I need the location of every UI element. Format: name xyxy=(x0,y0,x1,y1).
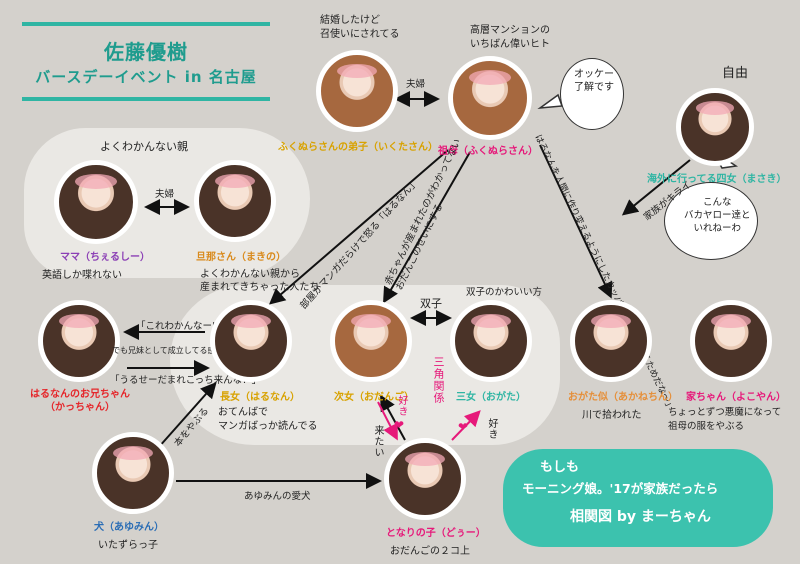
triangle-label: 三角関係 xyxy=(432,356,445,404)
aunt-photo xyxy=(676,88,754,166)
caption-line-2: モーニング娘。'17が家族だったら xyxy=(522,481,719,496)
dog-desc: いたずらっ子 xyxy=(98,540,158,551)
book-arrow xyxy=(157,382,217,449)
title-bar-top xyxy=(22,22,270,26)
haruna-love-arrow xyxy=(539,144,613,299)
title-line-1: 佐藤優樹 xyxy=(104,40,188,64)
bro-back-label: 「うるせーだまれこっち来んな！」 xyxy=(110,375,262,386)
heart-icon-1: ❤ xyxy=(394,418,405,432)
title-line-2: バースデーイベント in 名古屋 xyxy=(35,68,257,86)
aunt-desc: 自由 xyxy=(722,66,749,81)
twins-label: 双子 xyxy=(420,297,442,310)
odango-photo xyxy=(330,300,412,382)
grandma-name: 祖母（ふくぬらさん） xyxy=(438,146,538,157)
haruna-desc: おてんばで マンガばっか読んでる xyxy=(218,407,318,432)
title-bar-bottom xyxy=(22,97,270,101)
haruna-bro-photo xyxy=(38,300,120,382)
neighbor-desc: おだんごの２コ上 xyxy=(390,546,470,557)
unknown-parent-label: よくわかんない親 xyxy=(100,140,188,153)
mama-name: ママ（ちぇるしー） xyxy=(60,252,150,263)
caption-box xyxy=(503,449,773,547)
aunt-bubble-text: こんな バカヤロー達と いれねーわ xyxy=(684,197,751,234)
haruna-bro-name: はるなんのお兄ちゃん （かっちゃん） xyxy=(30,389,130,413)
ogata-kawai-desc: 川で拾われた xyxy=(582,410,642,421)
dog-photo xyxy=(92,432,174,514)
aunt-name: 海外に行ってる四女（まさき） xyxy=(647,174,787,185)
husband-photo xyxy=(316,50,398,132)
yokoyama-desc: ちょっとずつ悪魔になって 祖母の服をやぶる xyxy=(668,407,782,432)
love-arrow-3 xyxy=(451,410,481,441)
love-arrow-1 xyxy=(380,394,406,441)
neighbor-photo xyxy=(384,438,466,520)
haruna-photo xyxy=(210,300,292,382)
caption-line-3: 相関図 by まーちゃん xyxy=(570,509,711,525)
yokoyama-photo xyxy=(690,300,772,382)
yokoyama-name: 家ちゃん（よこやん） xyxy=(686,392,786,403)
dog-arrow-label: あゆみんの愛犬 xyxy=(244,491,311,502)
grandma-bubble-tail xyxy=(537,93,564,109)
husband-desc: 結婚したけど 召使いにされてる xyxy=(320,15,400,40)
ogata-photo xyxy=(450,300,532,382)
ogata-kawai-photo xyxy=(570,300,652,382)
neighbor-name: となりの子（どぅー） xyxy=(386,528,486,539)
bro-desc-label: でも兄妹として成立してる感じ xyxy=(112,346,224,355)
aunt-bubble xyxy=(664,182,758,260)
manga-arrow xyxy=(268,149,449,305)
unknown-kids-label: よくわかんない親から 産まれてきちゃった人たち xyxy=(200,269,320,293)
aunt-arrow xyxy=(621,159,691,216)
ogata-kawai-name: おがた似（あかねちん） xyxy=(568,392,678,403)
husband-name: ふくぬらさんの弟子（いくたさん） xyxy=(278,142,438,153)
love-label-1: 好き xyxy=(396,395,407,417)
baby-arrow xyxy=(383,151,471,304)
grandma-bubble-text: オッケー 了解です xyxy=(574,69,614,93)
dog-name: 犬（あゆみん） xyxy=(94,522,164,533)
odango-name: 次女（おだんご） xyxy=(334,392,414,403)
couple2-label: 夫婦 xyxy=(155,189,175,200)
love-label-3: 来たい xyxy=(372,425,383,458)
grandma-desc: 高層マンションの いちばん偉いヒト xyxy=(470,25,550,50)
grandma-bubble xyxy=(560,58,624,130)
caption-line-1: もしも xyxy=(540,460,580,475)
mama-desc: 英語しか喋れない xyxy=(42,270,122,281)
heart-icon-2: ❤ xyxy=(458,420,469,434)
haruna-name: 長女（はるなん） xyxy=(220,392,300,403)
mama-photo xyxy=(54,160,138,244)
ogata-name: 三女（おがた） xyxy=(456,392,526,403)
bro-to-label: 「これわかんなーい」 xyxy=(136,321,232,332)
love-label-2: 好き xyxy=(486,418,497,440)
twins-cute-label: 双子のかわいい方 xyxy=(466,287,543,298)
papa-photo xyxy=(194,160,276,242)
love-arrow-2 xyxy=(377,401,398,441)
grandma-photo xyxy=(448,56,532,140)
couple1-label: 夫婦 xyxy=(406,79,426,90)
papa-name: 旦那さん（まきの） xyxy=(196,252,286,263)
